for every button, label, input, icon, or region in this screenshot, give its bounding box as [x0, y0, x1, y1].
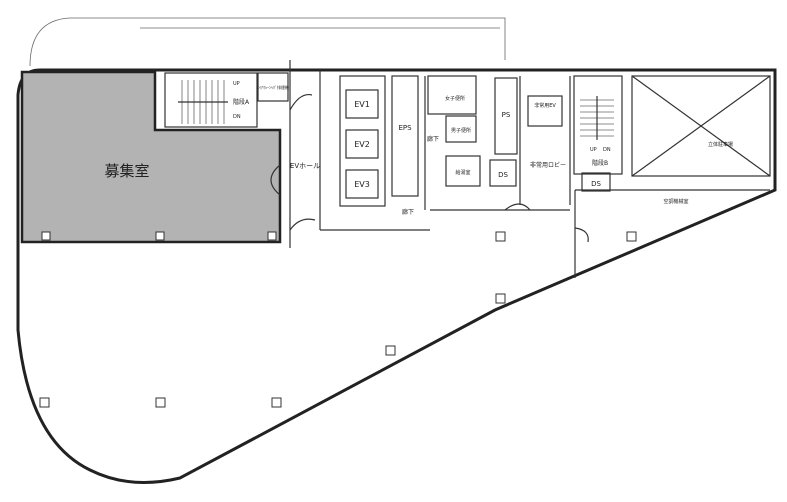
eps-box [391, 75, 419, 197]
ev3-label: EV3 [354, 180, 370, 189]
emergency-ev-box[interactable] [527, 95, 563, 127]
smoke-shaft-box [257, 72, 289, 102]
stair-b-up-label: UP [590, 147, 597, 153]
roof-outline [29, 17, 506, 67]
eps-label: EPS [398, 124, 412, 132]
ev3-car[interactable] [345, 169, 379, 199]
ev1-car[interactable] [345, 89, 379, 119]
column [155, 397, 166, 408]
column [385, 345, 396, 356]
ev-hall-door [289, 93, 313, 111]
ds-1-label: DS [498, 171, 508, 179]
ds-2-box [581, 172, 611, 192]
ev-hall-label: EVホール [290, 162, 320, 170]
kitchen-box [445, 155, 481, 187]
stair-a-up-label: UP [233, 81, 240, 87]
column [155, 231, 165, 241]
stair-a-dn-label: DN [233, 114, 241, 120]
column [271, 397, 282, 408]
elevator-core [339, 75, 386, 207]
kitchen-label: 給湯室 [455, 169, 470, 176]
ev2-label: EV2 [354, 140, 370, 149]
column [626, 231, 637, 242]
column [267, 231, 277, 241]
ds-1-box [489, 159, 517, 187]
stair-b-dn-label: DN [603, 147, 611, 153]
corridor-door [504, 203, 531, 211]
building-outline [16, 68, 777, 484]
corridor-2-label: 廊下 [402, 208, 414, 216]
column [39, 397, 50, 408]
emergency-ev-label: 非常用EV [534, 102, 556, 109]
column [495, 231, 506, 242]
parking-label: 立体駐車場 [708, 141, 733, 148]
mens-toilet-box [445, 115, 477, 143]
vacancy-door [270, 164, 281, 196]
stair-a-label: 階段A [233, 98, 250, 106]
womens-toilet-label: 女子便所 [445, 95, 465, 102]
vacancy-room-label: 募集室 [104, 162, 149, 180]
mens-toilet-label: 男子便所 [451, 127, 471, 134]
corridor-1-label: 廊下 [427, 135, 439, 143]
ps-box [494, 77, 518, 155]
stair-b-box [573, 75, 623, 175]
parking-box [631, 75, 771, 177]
hvac-door [574, 227, 589, 243]
vacancy-room[interactable] [20, 70, 282, 244]
column [41, 231, 51, 241]
womens-toilet-box [427, 75, 477, 115]
stair-b-label: 階段B [592, 159, 608, 167]
stair-a-steps [178, 80, 228, 124]
parking-cross [631, 75, 771, 177]
ds-2-label: DS [591, 180, 601, 188]
emergency-lobby-label: 非常用ロビー [530, 161, 566, 169]
stair-a-box [164, 72, 258, 128]
ev2-car[interactable] [345, 129, 379, 159]
smoke-shaft-label: ｴｲｱﾏｼｰﾝﾍｸﾞ排煙機 [257, 84, 289, 90]
ev1-label: EV1 [354, 100, 370, 109]
column [495, 293, 506, 304]
stair-b-steps [580, 96, 614, 140]
ps-label: PS [502, 111, 511, 119]
hvac-room-label: 空調機械室 [663, 198, 688, 205]
ev-hall-door [289, 218, 316, 231]
